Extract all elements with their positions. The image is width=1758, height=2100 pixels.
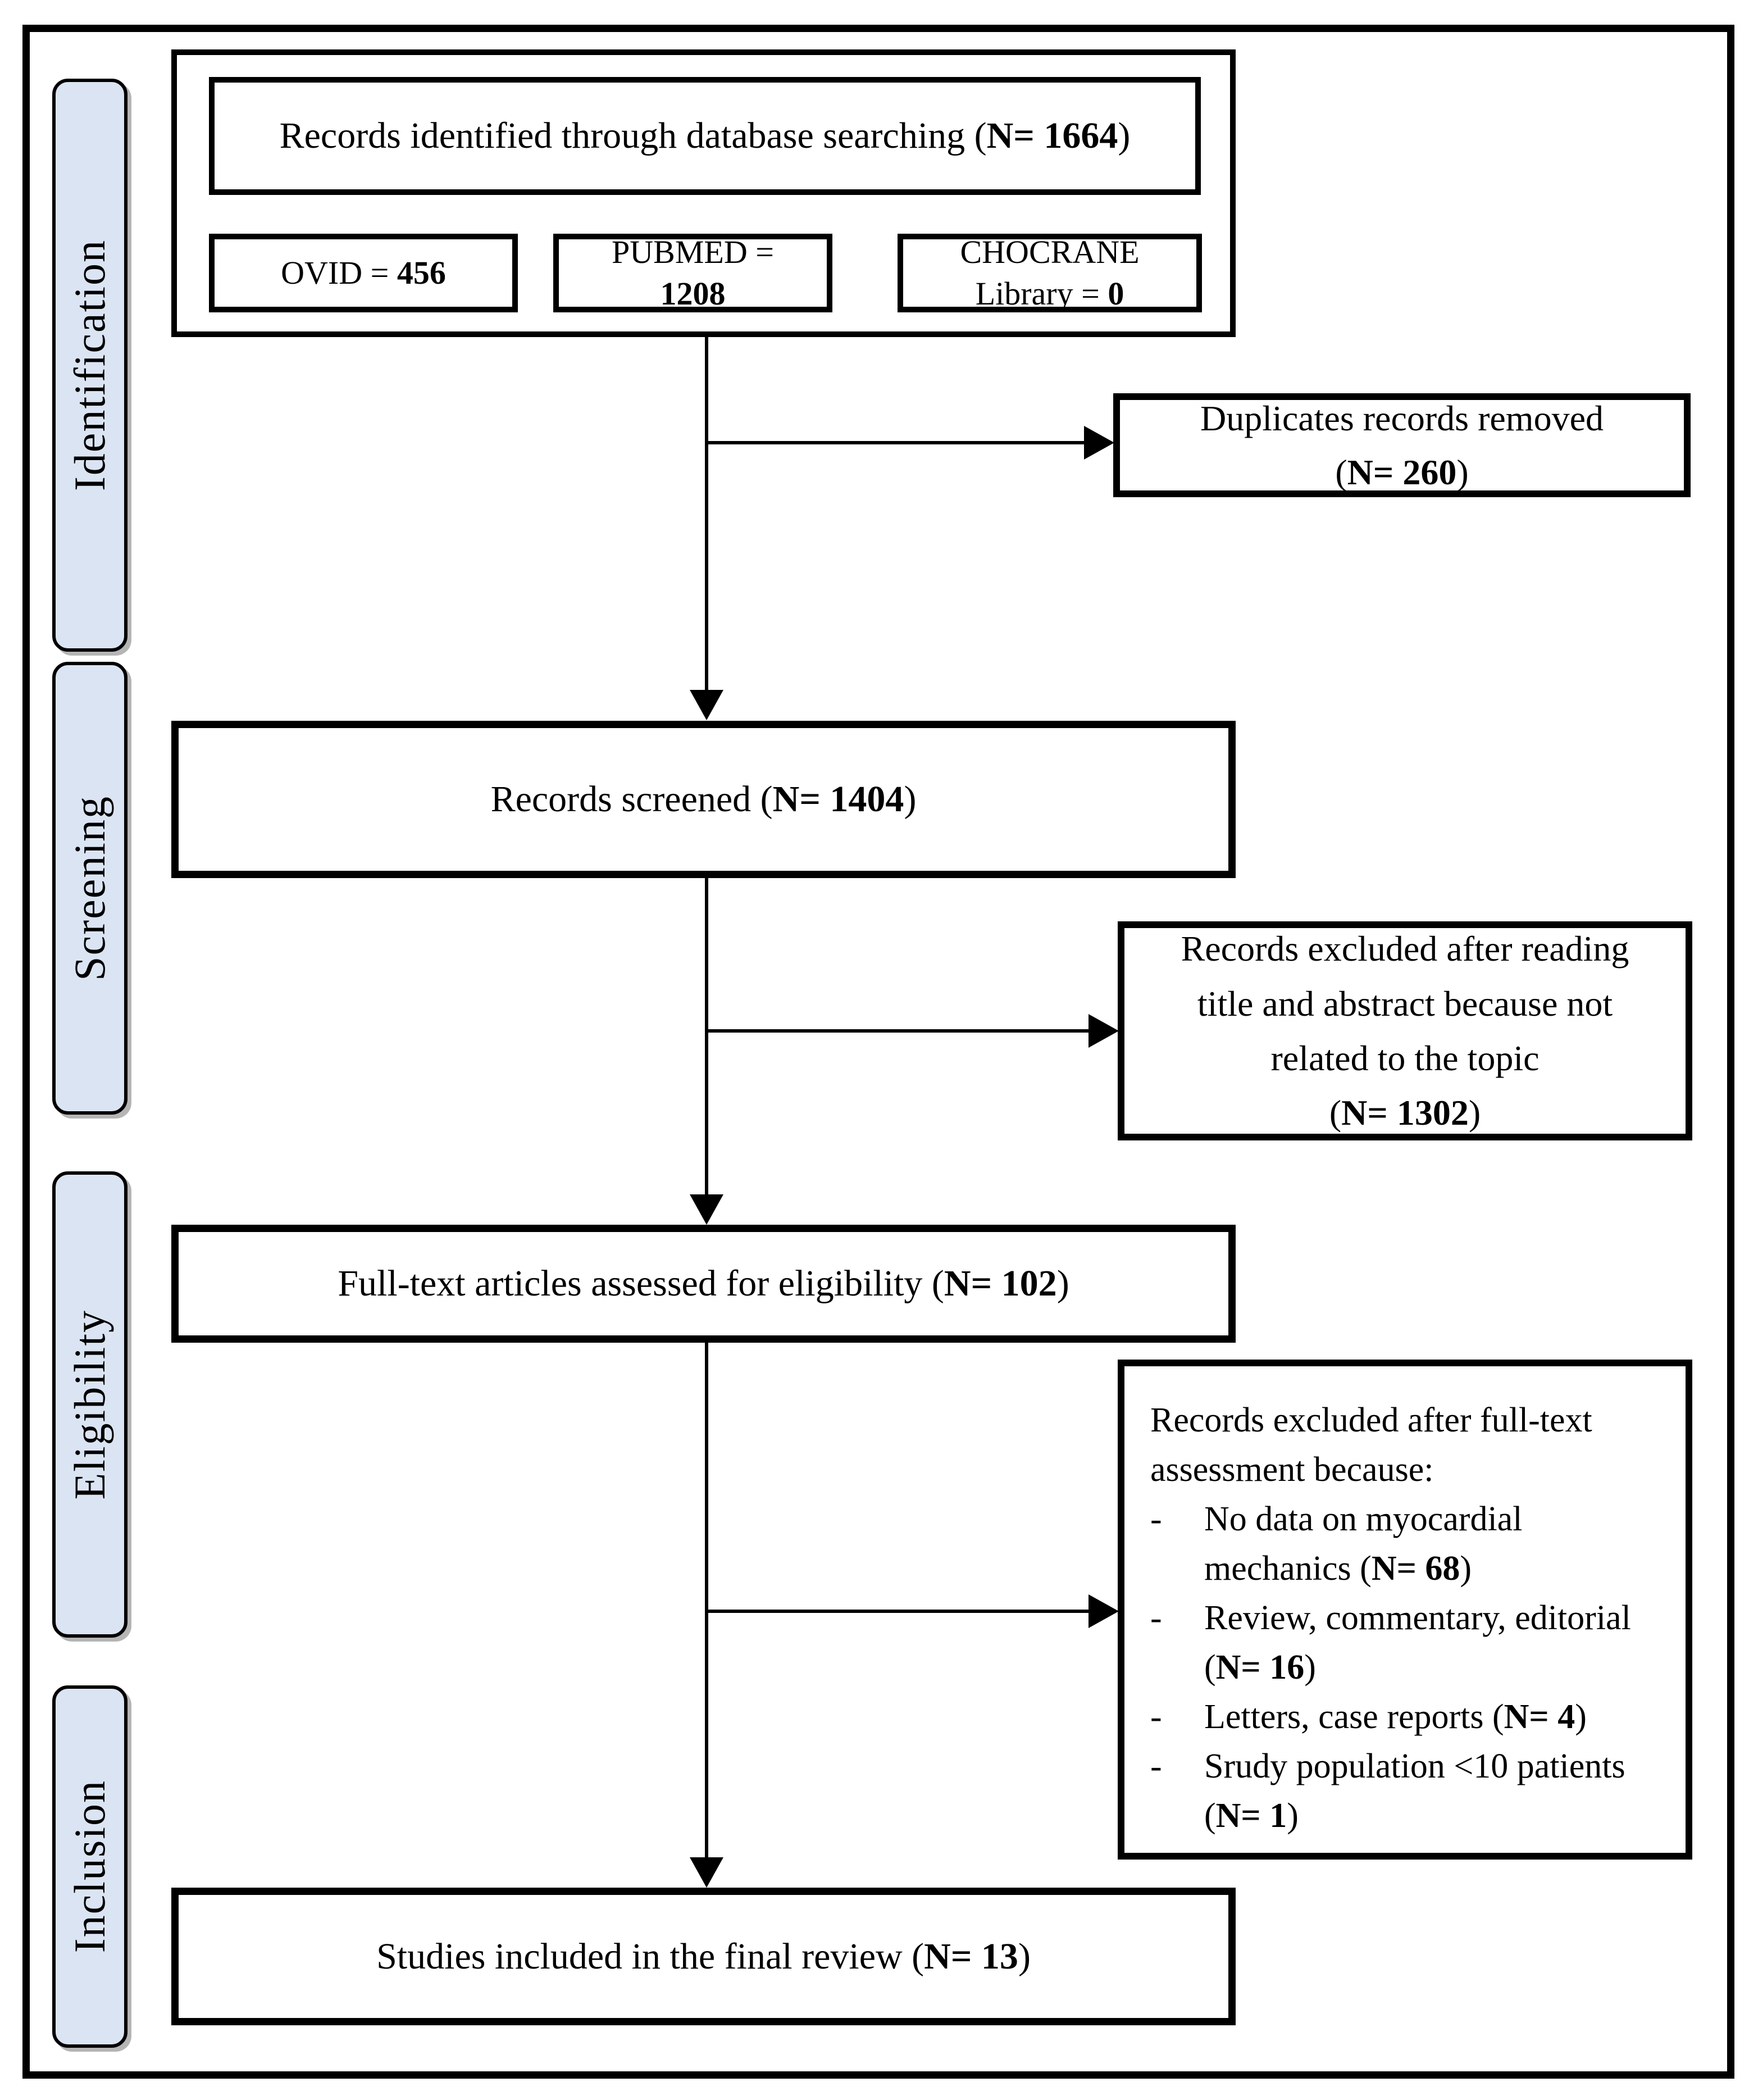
fulltext-assessed-text: Full-text articles assessed for eligibil… <box>338 1263 1069 1304</box>
ovid-source-text: OVID = 456 <box>281 254 446 291</box>
arrowhead-right-icon <box>1084 426 1114 460</box>
dash-bullet: - <box>1150 1599 1162 1638</box>
list-item: - Letters, case reports (N= 4) <box>1150 1692 1660 1742</box>
arrowhead-down-icon <box>690 690 723 720</box>
records-identified-box: Records identified through database sear… <box>209 77 1201 195</box>
cochrane-source-box: CHOCRANE Library = 0 <box>898 234 1202 312</box>
phase-label-eligibility: Eligibility <box>52 1171 127 1638</box>
phase-label-inclusion: Inclusion <box>52 1685 127 2048</box>
dash-bullet: - <box>1150 1500 1162 1539</box>
dash-bullet: - <box>1150 1747 1162 1786</box>
arrowhead-right-icon <box>1088 1014 1119 1048</box>
arrow-stem-identification-to-screened <box>705 337 708 691</box>
phase-label-identification: Identification <box>52 79 127 652</box>
list-item: - No data on myocardial mechanics (N= 68… <box>1150 1494 1660 1593</box>
records-screened-text: Records screened (N= 1404) <box>490 779 917 820</box>
list-item-text: Srudy population <10 patients (N= 1) <box>1204 1747 1625 1835</box>
list-item-text: Review, commentary, editorial (N= 16) <box>1204 1599 1631 1687</box>
list-item: - Review, commentary, editorial (N= 16) <box>1150 1593 1660 1692</box>
phase-label-screening: Screening <box>52 662 127 1115</box>
records-identified-text: Records identified through database sear… <box>279 115 1131 157</box>
arrow-stem-screened-to-fulltext <box>705 878 708 1196</box>
arrowhead-right-icon <box>1088 1594 1119 1628</box>
excluded-fulltext-box: Records excluded after full-text assessm… <box>1118 1360 1692 1860</box>
arrow-stem-fulltext-to-included <box>705 1343 708 1858</box>
pubmed-source-box: PUBMED = 1208 <box>553 234 832 312</box>
list-item: - Srudy population <10 patients (N= 1) <box>1150 1742 1660 1840</box>
arrow-branch-to-duplicates <box>705 441 1086 444</box>
dash-bullet: - <box>1150 1698 1162 1737</box>
pubmed-source-text: PUBMED = 1208 <box>612 233 774 312</box>
fulltext-assessed-box: Full-text articles assessed for eligibil… <box>171 1225 1236 1343</box>
arrowhead-down-icon <box>690 1194 723 1225</box>
duplicates-removed-box: Duplicates records removed (N= 260) <box>1113 393 1691 497</box>
records-screened-box: Records screened (N= 1404) <box>171 721 1236 878</box>
phase-label-text: Identification <box>65 239 114 492</box>
studies-included-box: Studies included in the final review (N=… <box>171 1888 1236 2025</box>
phase-label-text: Screening <box>65 796 114 981</box>
arrow-branch-to-excluded-screening <box>705 1029 1090 1033</box>
arrow-branch-to-excluded-fulltext <box>705 1610 1090 1613</box>
identification-group-box <box>171 49 1236 337</box>
list-item-text: Letters, case reports (N= 4) <box>1204 1698 1587 1737</box>
outer-border <box>22 25 1734 2079</box>
arrowhead-down-icon <box>690 1857 723 1888</box>
excluded-fulltext-heading: Records excluded after full-text assessm… <box>1150 1401 1592 1489</box>
excluded-screening-box: Records excluded after reading title and… <box>1118 921 1692 1140</box>
phase-label-text: Inclusion <box>65 1780 114 1953</box>
studies-included-text: Studies included in the final review (N=… <box>376 1935 1031 1977</box>
excluded-fulltext-content: Records excluded after full-text assessm… <box>1124 1366 1686 1853</box>
duplicates-removed-text: Duplicates records removed (N= 260) <box>1200 398 1604 492</box>
phase-label-text: Eligibility <box>65 1309 114 1500</box>
cochrane-source-text: CHOCRANE Library = 0 <box>960 233 1140 312</box>
excluded-screening-text: Records excluded after reading title and… <box>1181 929 1629 1133</box>
ovid-source-box: OVID = 456 <box>209 234 518 312</box>
list-item-text: No data on myocardial mechanics (N= 68) <box>1204 1500 1523 1588</box>
